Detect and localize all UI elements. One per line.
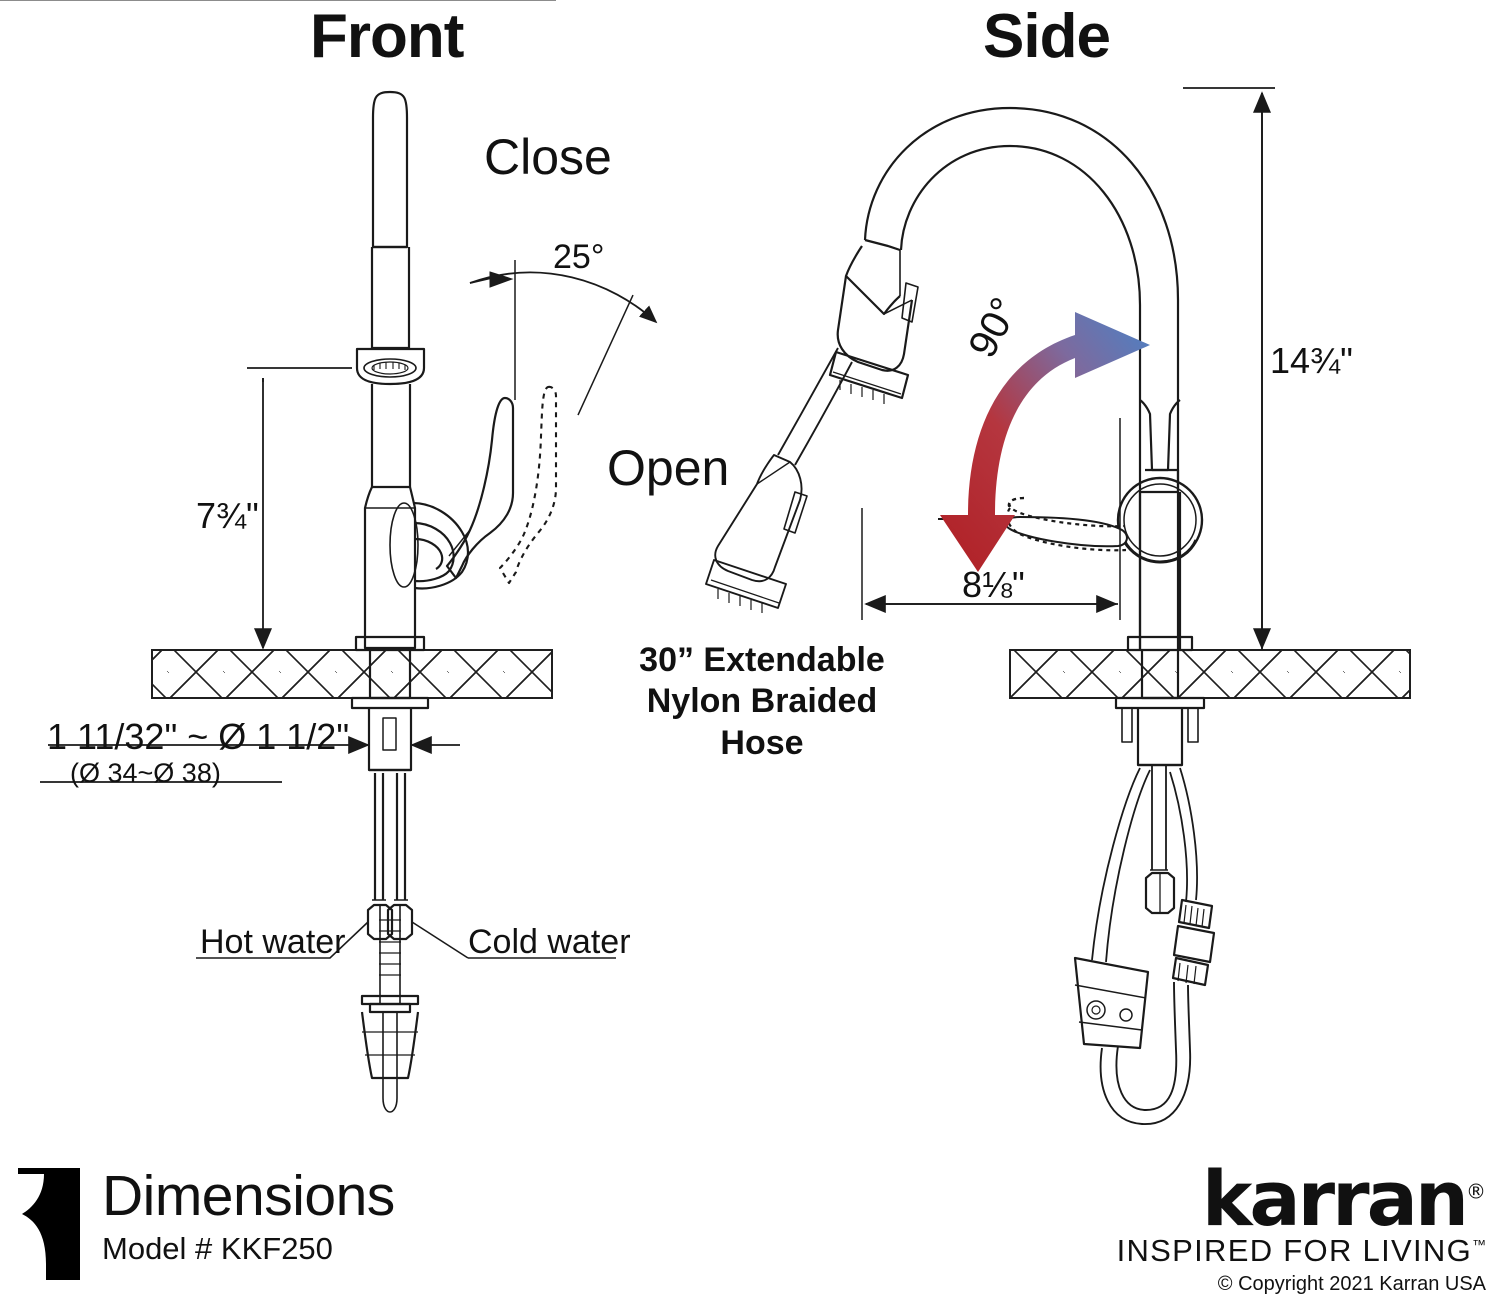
karran-wordmark: karran® (1117, 1161, 1486, 1237)
callout-cold-water: Cold water (468, 923, 631, 961)
angle-arc-25deg (0, 0, 658, 416)
dimension-label-spout-height: 7¾" (196, 495, 259, 536)
footer-right-brand: karran® INSPIRED FOR LIVING™ © Copyright… (1117, 1161, 1486, 1296)
handle-close-label: Close (484, 129, 612, 185)
hose-note: 30” Extendable Nylon Braided Hose (628, 640, 896, 764)
dimension-label-hole-imperial: 1 11/32" ~ Ø 1 1/2" (47, 716, 350, 757)
angle-25-label: 25° (553, 238, 605, 276)
dimension-label-overall-height: 14¾" (1270, 340, 1353, 381)
side-view-title: Side (983, 2, 1111, 71)
footer-left: Dimensions Model # KKF250 (18, 1168, 395, 1280)
faucet-side-view (705, 106, 1216, 1125)
swivel-arrow-90deg (940, 312, 1150, 572)
hose-note-line-1: 30” Extendable (639, 641, 885, 679)
callout-leaders-water (196, 921, 616, 959)
dimension-label-spout-reach: 8⅛" (962, 564, 1025, 605)
faucet-front-view (350, 90, 558, 1113)
callout-hot-water: Hot water (200, 923, 346, 961)
dimension-hole-diameter (40, 736, 460, 783)
hose-note-line-3: Hose (720, 723, 804, 762)
dimension-label-hole-metric: (Ø 34~Ø 38) (70, 758, 221, 788)
front-view-title: Front (310, 2, 464, 71)
handle-open-label: Open (607, 440, 730, 496)
footer-model: Model # KKF250 (102, 1231, 333, 1266)
karran-wordmark-text: karran (1201, 1154, 1469, 1243)
dimension-spout-height (247, 367, 352, 650)
dimension-overall-height (1183, 87, 1275, 650)
copyright-notice: © Copyright 2021 Karran USA (1217, 1273, 1486, 1296)
trademark-mark-icon: ™ (1472, 1237, 1486, 1254)
countertop-side (1009, 649, 1411, 699)
registered-mark-icon: ® (1466, 1179, 1486, 1204)
hose-note-line-2: Nylon Braided (646, 682, 878, 721)
footer-heading: Dimensions (102, 1164, 395, 1228)
brand-tagline: INSPIRED FOR LIVING™ (1117, 1235, 1486, 1266)
countertop-front (151, 649, 553, 699)
footer-title-block: Dimensions Model # KKF250 (102, 1164, 395, 1266)
brand-tagline-text: INSPIRED FOR LIVING (1116, 1233, 1472, 1269)
karran-k-mark-icon (18, 1168, 80, 1280)
